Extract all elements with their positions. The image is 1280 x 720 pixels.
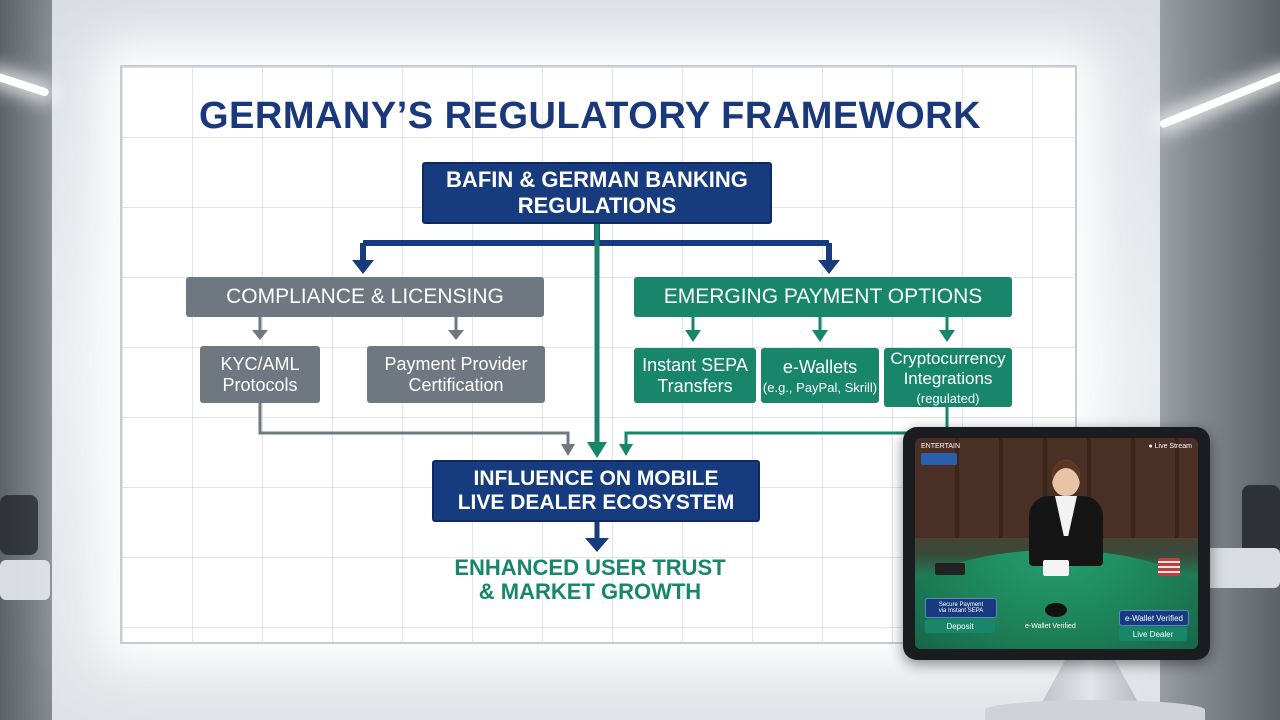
diagram-title: GERMANY’S REGULATORY FRAMEWORK bbox=[198, 95, 982, 137]
kyc-line1: KYC/AML bbox=[220, 353, 300, 374]
live-dealer-button[interactable]: Live Dealer bbox=[1119, 627, 1187, 641]
ewallet-verified-panel: e-Wallet Verified bbox=[1119, 610, 1189, 626]
dealer-avatar bbox=[1052, 460, 1080, 496]
root-line1: BAFIN & GERMAN BANKING bbox=[446, 167, 748, 192]
arrow-to-crypto bbox=[939, 330, 955, 342]
crypto-line2: Integrations bbox=[903, 369, 993, 388]
live-stream-badge: ● Live Stream bbox=[1148, 443, 1192, 450]
influence-line2: LIVE DEALER ECOSYSTEM bbox=[457, 491, 735, 514]
compliance-title: COMPLIANCE & LICENSING bbox=[226, 285, 504, 308]
chip-stack bbox=[1158, 558, 1180, 576]
influence-node: INFLUENCE ON MOBILE LIVE DEALER ECOSYSTE… bbox=[432, 460, 760, 522]
payment-options-node: EMERGING PAYMENT OPTIONS bbox=[634, 277, 1012, 317]
influence-line1: INFLUENCE ON MOBILE bbox=[473, 467, 719, 490]
payment-icons bbox=[921, 453, 957, 465]
ewallet-verified-label: e-Wallet Verified bbox=[1125, 613, 1183, 623]
chair-left bbox=[0, 495, 38, 555]
ewallets-line1: e-Wallets bbox=[782, 356, 858, 377]
crypto-node: Cryptocurrency Integrations (regulated) bbox=[884, 348, 1012, 407]
sepa-line2: Transfers bbox=[657, 375, 733, 396]
kyc-node: KYC/AML Protocols bbox=[200, 346, 320, 403]
arrow-to-outcome bbox=[585, 538, 609, 552]
root-node: BAFIN & GERMAN BANKING REGULATIONS bbox=[422, 162, 772, 224]
center-label: e-Wallet Verified bbox=[1025, 623, 1076, 630]
arrow-to-compliance bbox=[352, 260, 374, 274]
bet-circle bbox=[1045, 603, 1067, 617]
sepa-node: Instant SEPA Transfers bbox=[634, 348, 756, 403]
room-left-wall bbox=[0, 0, 60, 720]
secure-payment-line1: Secure Payment bbox=[938, 602, 984, 608]
arrow-center-to-influence bbox=[587, 442, 607, 458]
playing-cards bbox=[1043, 560, 1069, 576]
sepa-line1: Instant SEPA bbox=[642, 354, 748, 375]
kyc-line2: Protocols bbox=[222, 374, 298, 395]
arrow-to-ewallets bbox=[812, 330, 828, 342]
card-shoe bbox=[935, 563, 965, 575]
provider-line2: Certification bbox=[408, 374, 504, 395]
tablet-stand-base bbox=[985, 700, 1205, 720]
secure-payment-panel: Secure Payment via Instant SEPA bbox=[925, 598, 997, 618]
outcome-line1: ENHANCED USER TRUST bbox=[454, 555, 726, 580]
outcome-text: ENHANCED USER TRUST & MARKET GROWTH bbox=[420, 555, 760, 605]
payment-options-title: EMERGING PAYMENT OPTIONS bbox=[663, 285, 983, 308]
provider-line1: Payment Provider bbox=[384, 353, 528, 374]
provider-cert-node: Payment Provider Certification bbox=[367, 346, 545, 403]
arrow-to-kyc bbox=[252, 330, 268, 340]
table-left bbox=[0, 560, 50, 600]
ewallets-node: e-Wallets (e.g., PayPal, Skrill) bbox=[761, 348, 879, 403]
arrow-left-to-influence bbox=[561, 444, 575, 456]
compliance-node: COMPLIANCE & LICENSING bbox=[186, 277, 544, 317]
arrow-to-provider bbox=[448, 330, 464, 340]
crypto-line1: Cryptocurrency bbox=[890, 349, 1006, 368]
secure-payment-line2: via Instant SEPA bbox=[938, 608, 984, 614]
root-line2: REGULATIONS bbox=[517, 193, 677, 218]
deposit-label: Deposit bbox=[946, 621, 974, 631]
arrow-right-to-influence bbox=[619, 444, 633, 456]
live-dealer-label: Live Dealer bbox=[1132, 629, 1174, 639]
brand-badge: ENTERTAIN bbox=[921, 443, 961, 450]
arrow-to-sepa bbox=[685, 330, 701, 342]
arrow-to-payments bbox=[818, 260, 840, 274]
live-dealer-screen: ● Live Stream ENTERTAIN Secure Payment v… bbox=[915, 438, 1198, 649]
ewallets-note: (e.g., PayPal, Skrill) bbox=[762, 379, 878, 395]
outcome-line2: & MARKET GROWTH bbox=[478, 579, 702, 605]
crypto-note: (regulated) bbox=[916, 391, 980, 406]
tablet-device: ● Live Stream ENTERTAIN Secure Payment v… bbox=[903, 427, 1210, 660]
deposit-button[interactable]: Deposit bbox=[925, 619, 995, 633]
chair-right bbox=[1242, 485, 1280, 555]
